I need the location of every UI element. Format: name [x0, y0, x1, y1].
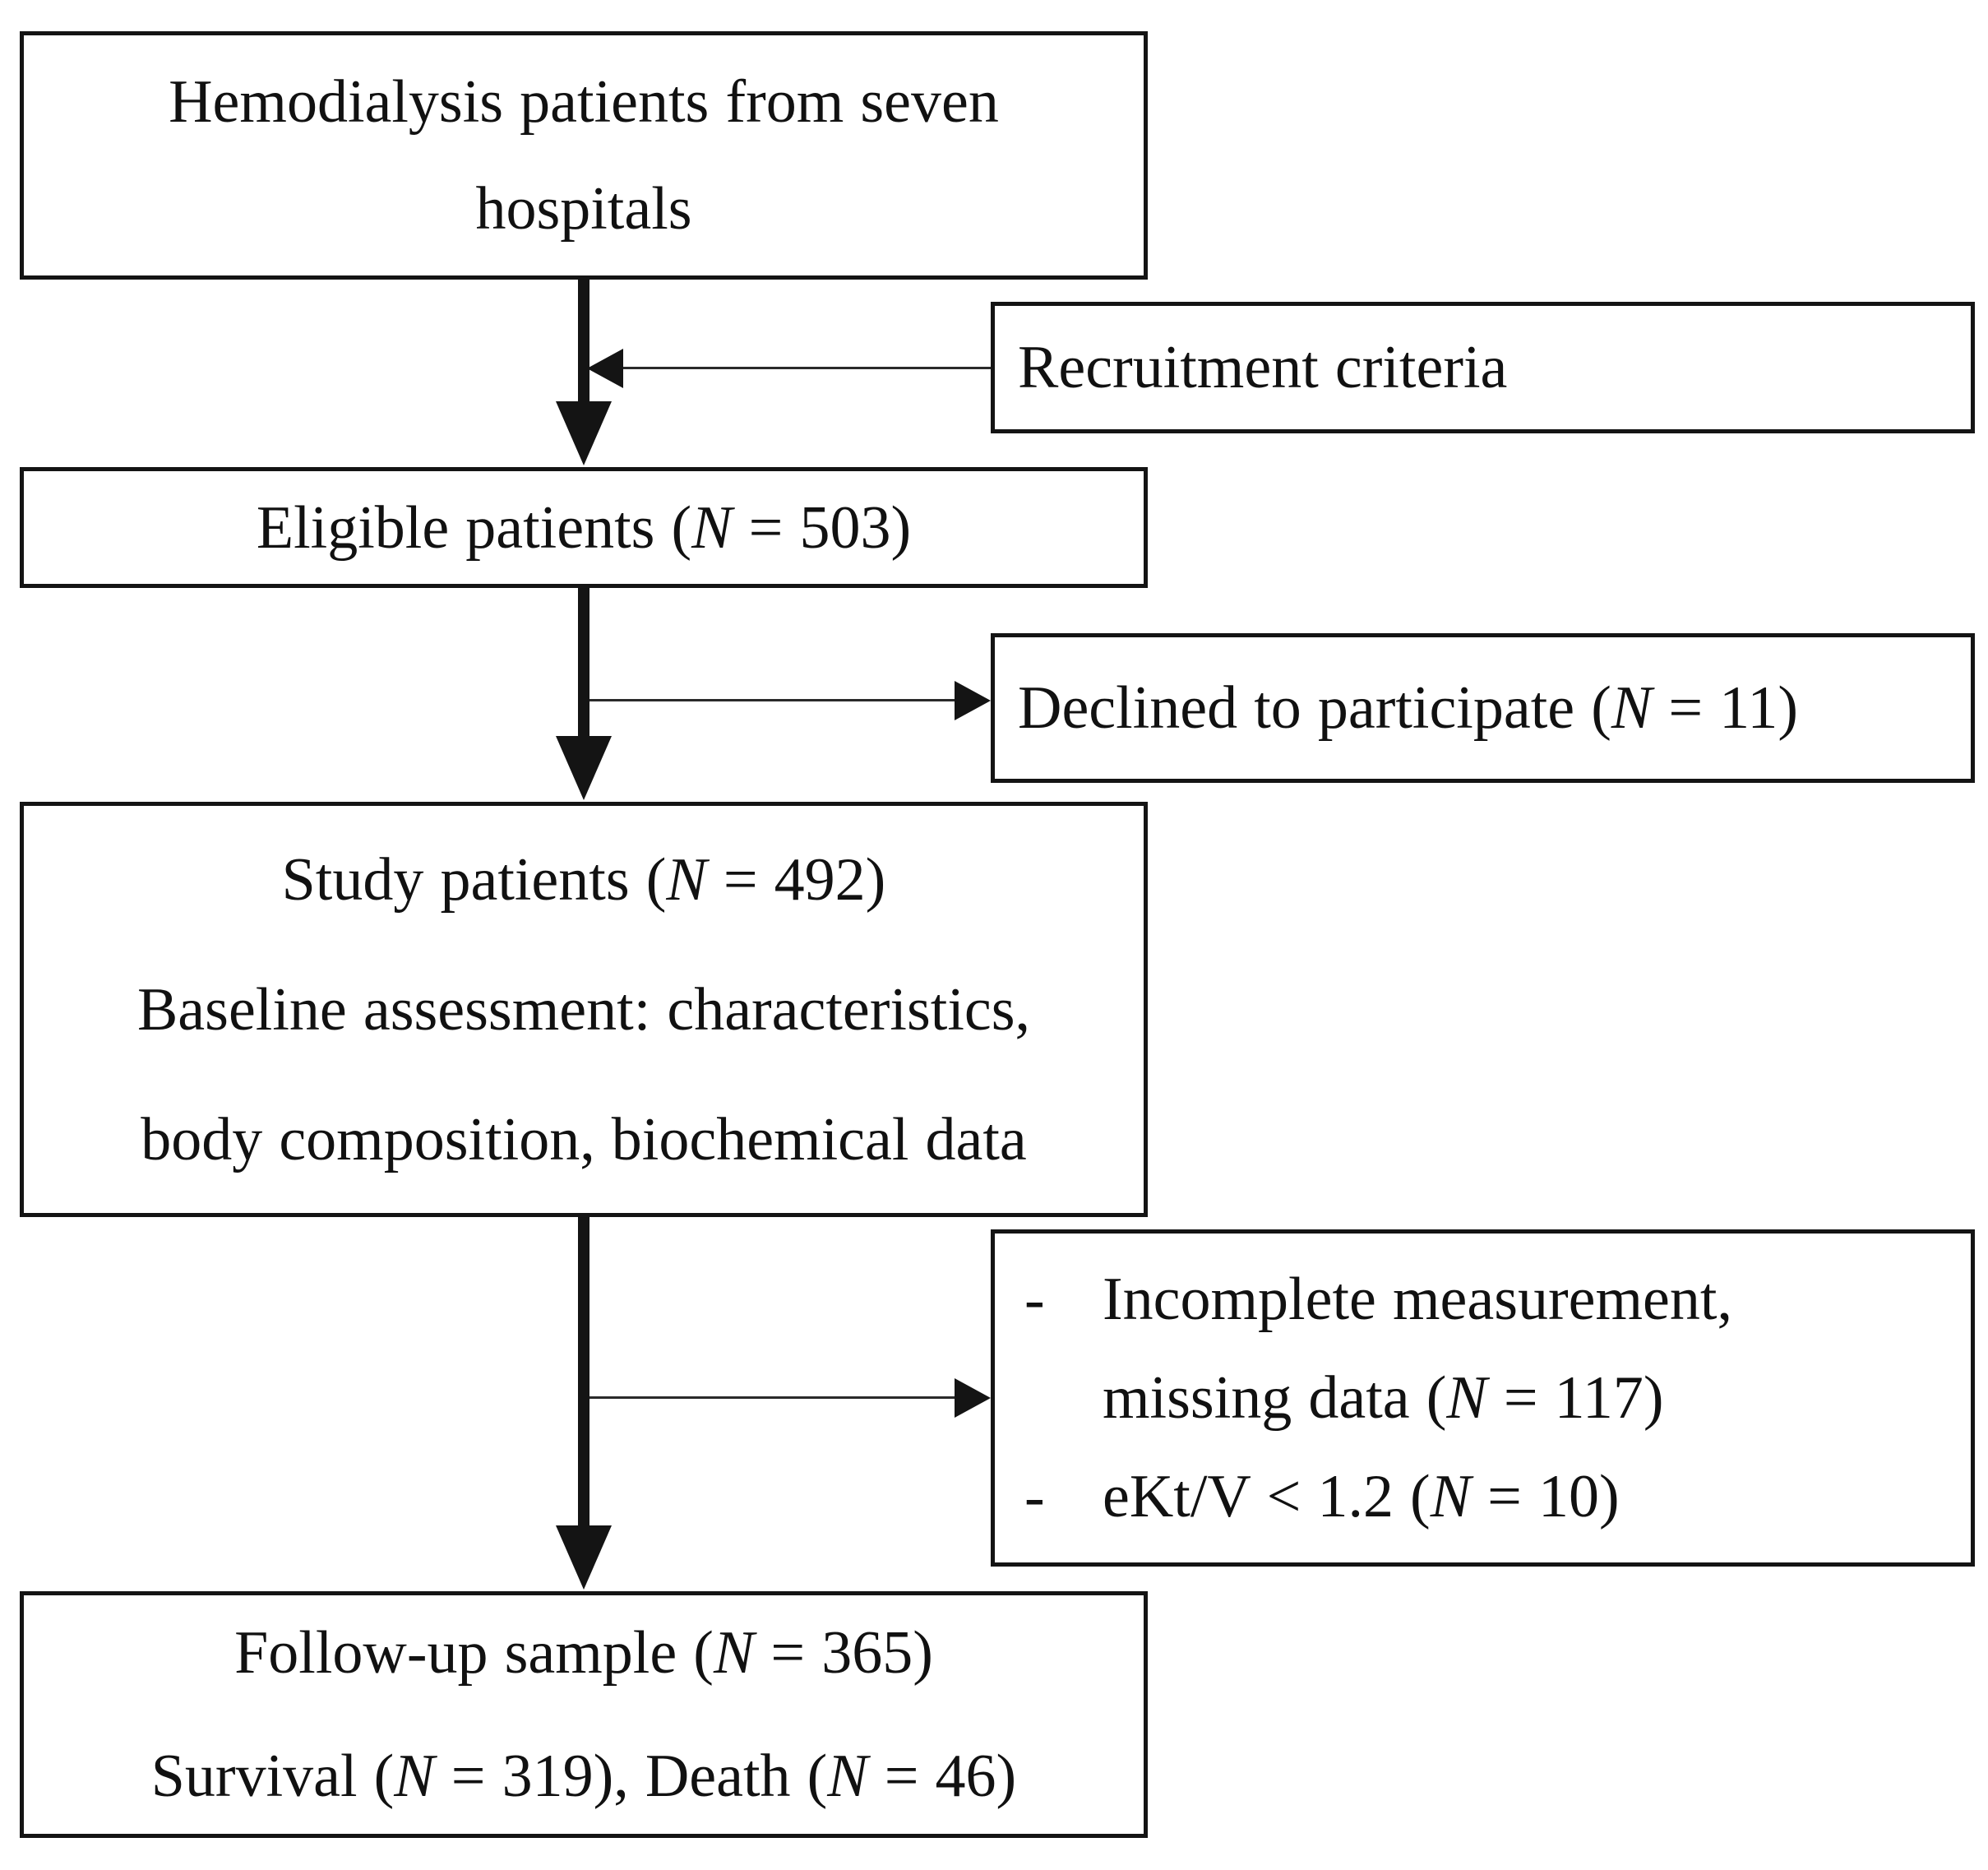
text-line: body composition, biochemical data	[141, 1105, 1027, 1173]
connector-recruitment	[622, 367, 991, 369]
connector-declined	[589, 699, 956, 701]
text-line: Recruitment criteria	[1018, 334, 1508, 401]
connector-exclusions	[589, 1396, 956, 1399]
text-line: hospitals	[475, 175, 692, 243]
exclusions-box: -Incomplete measurement,missing data (N …	[991, 1229, 1975, 1567]
eligible-patients-box: Eligible patients (N = 503)	[20, 467, 1148, 588]
text-line: Eligible patients (N = 503)	[256, 493, 912, 562]
text-line: Declined to participate (N = 11)	[1018, 674, 1799, 742]
text-line: -eKt/V < 1.2 (N = 10)	[1024, 1447, 1620, 1546]
text-line: Follow-up sample (N = 365)	[234, 1619, 933, 1687]
flow-line-2	[578, 586, 589, 739]
source-population-box: Hemodialysis patients from seven hospital…	[20, 31, 1148, 280]
arrowhead-right-icon	[955, 1378, 991, 1418]
text-line: Survival (N = 319), Death (N = 46)	[150, 1743, 1017, 1810]
arrowhead-down-icon	[556, 736, 612, 800]
text-line: missing data (N = 117)	[1024, 1349, 1664, 1447]
arrowhead-down-icon	[556, 401, 612, 465]
study-patients-box: Study patients (N = 492) Baseline assessm…	[20, 802, 1148, 1217]
follow-up-sample-box: Follow-up sample (N = 365) Survival (N = …	[20, 1591, 1148, 1838]
arrowhead-left-icon	[587, 349, 623, 388]
recruitment-criteria-box: Recruitment criteria	[991, 302, 1975, 433]
bullet-dash: -	[1024, 1463, 1045, 1530]
text-line: Study patients (N = 492)	[281, 845, 886, 914]
text-line: -Incomplete measurement,	[1024, 1250, 1732, 1349]
arrowhead-right-icon	[955, 681, 991, 720]
bullet-dash	[1024, 1349, 1103, 1447]
bullet-dash: -	[1024, 1266, 1045, 1333]
text-line: Baseline assessment: characteristics,	[136, 975, 1031, 1044]
declined-to-participate-box: Declined to participate (N = 11)	[991, 633, 1975, 783]
arrowhead-down-icon	[556, 1525, 612, 1590]
text-line: Hemodialysis patients from seven	[169, 68, 999, 136]
flow-line-3	[578, 1215, 589, 1529]
flow-line-1	[578, 276, 589, 403]
